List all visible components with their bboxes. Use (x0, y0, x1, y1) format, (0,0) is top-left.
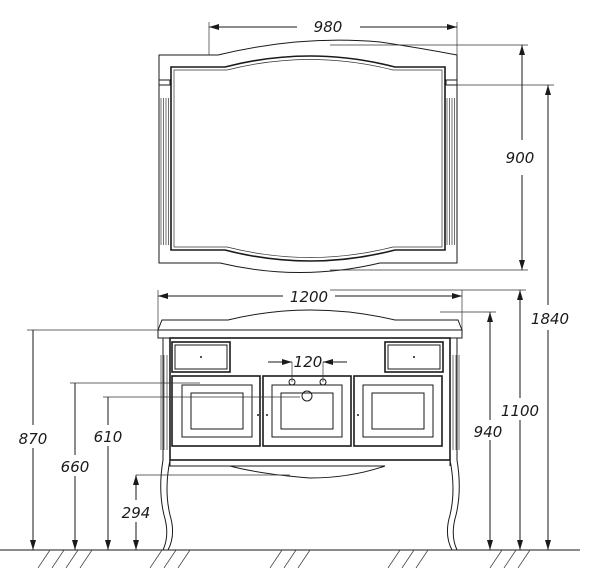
dimensions: 980 900 1840 1200 1100 940 120 870 (19, 18, 569, 550)
dim-mirror-width: 980 (314, 18, 343, 36)
vanity (157, 309, 463, 551)
dim-countertop-height: 870 (19, 430, 48, 448)
dim-vanity-width: 1200 (290, 288, 328, 306)
door-left (171, 375, 261, 447)
dim-faucet-spacing: 120 (294, 353, 323, 371)
mirror-right-flutes (446, 98, 455, 245)
dim-apron-height: 294 (122, 504, 151, 522)
dim-sink-height: 610 (94, 428, 123, 446)
dim-mirror-height: 900 (506, 149, 535, 167)
door-right (353, 375, 443, 447)
dim-drawer-bottom-height: 660 (61, 458, 90, 476)
dim-total-height: 1840 (531, 310, 569, 328)
door-center (262, 375, 352, 447)
legs (160, 338, 460, 551)
floor (0, 549, 580, 568)
mirror (158, 39, 458, 273)
dim-vanity-top-height: 940 (474, 423, 503, 441)
mirror-left-flutes (160, 98, 169, 245)
dim-mirror-bottom-height: 1100 (501, 402, 539, 420)
